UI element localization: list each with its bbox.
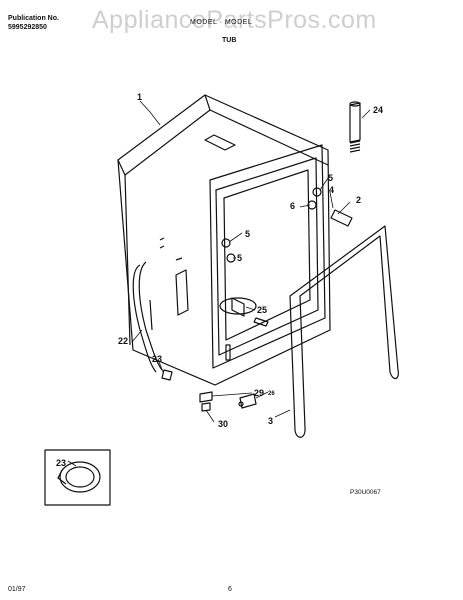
publication-number: 5995292850 [8, 24, 47, 31]
callout-29: 29 [254, 388, 264, 398]
callout-25: 25 [257, 305, 267, 315]
callout-30: 30 [218, 419, 228, 429]
callout-1: 1 [137, 92, 142, 102]
callout-23: 23 [152, 354, 162, 364]
model-line: MODEL · MODEL [190, 19, 253, 26]
figure-code: P30U0067 [350, 489, 381, 496]
part-24-bumper [349, 101, 361, 153]
watermark: AppliancePartsPros.com [92, 6, 377, 34]
part-3-door-gasket [289, 225, 399, 438]
publication-label: Publication No. [8, 15, 59, 22]
footer-page: 6 [228, 586, 232, 593]
callout-3: 3 [268, 416, 273, 426]
callout-2: 2 [356, 195, 361, 205]
callout-23-inset: 23 [56, 458, 66, 468]
callout-5-left-b: 5 [237, 253, 242, 263]
callout-5-left-a: 5 [245, 229, 250, 239]
callout-4: 4 [329, 185, 334, 195]
callout-6: 6 [290, 201, 295, 211]
callout-22: 22 [118, 336, 128, 346]
leader-lines [67, 100, 371, 467]
footer-date: 01/97 [8, 586, 26, 593]
section-title: TUB [222, 37, 237, 44]
inset-clamp-detail [44, 449, 111, 506]
part-23-clip [161, 369, 173, 381]
callout-5-upper: 5 [328, 173, 333, 183]
callout-24: 24 [373, 105, 383, 115]
part-29-30-26 [199, 391, 257, 412]
callout-26: 26 [268, 391, 275, 397]
